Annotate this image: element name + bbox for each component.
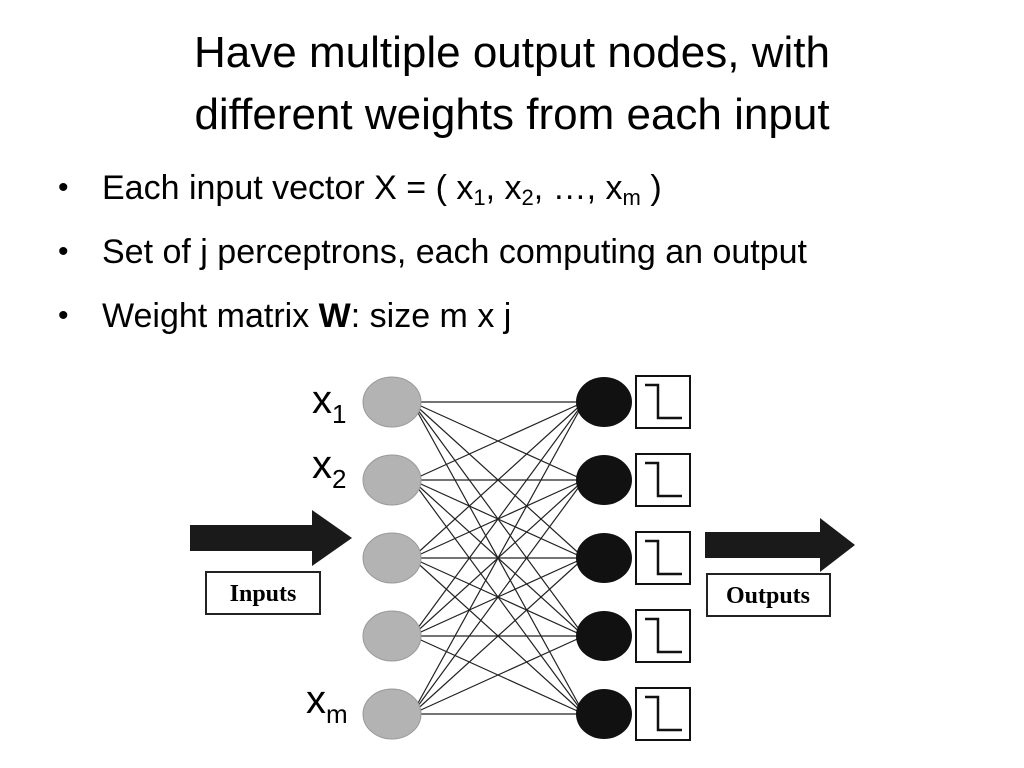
step-function-icon xyxy=(645,539,682,576)
connection-line xyxy=(411,635,585,715)
subscript: m xyxy=(622,185,641,210)
perceptron-network-figure: Inputs Outputs x1 x2 xm xyxy=(140,350,910,760)
input-label-x2: x2 xyxy=(312,443,346,492)
input-node xyxy=(362,376,422,428)
output-node xyxy=(576,611,632,661)
bullet-dot-icon: • xyxy=(58,171,69,204)
input-label-subscript: m xyxy=(326,699,348,729)
step-functions xyxy=(635,375,691,741)
output-arrow-icon xyxy=(705,518,855,572)
bullet-dot-icon: • xyxy=(58,235,69,268)
bullet-text: , x xyxy=(485,169,522,207)
title-line-1: Have multiple output nodes, with xyxy=(194,28,830,77)
step-function-icon xyxy=(645,383,682,420)
input-label-subscript: 2 xyxy=(332,464,347,494)
connection-line xyxy=(411,401,585,637)
step-function-box xyxy=(635,687,691,741)
subscript: 2 xyxy=(521,185,534,210)
input-node xyxy=(362,610,422,662)
inputs-box-label: Inputs xyxy=(230,581,297,607)
bullet-item-perceptrons: • Set of j perceptrons, each computing a… xyxy=(58,224,807,288)
bullet-item-weight-matrix: • Weight matrix W: size m x j xyxy=(58,288,807,352)
step-function-box xyxy=(635,531,691,585)
connection-line xyxy=(411,401,585,559)
connection-line xyxy=(411,401,585,481)
bullet-text: : size m x j xyxy=(350,297,512,335)
connection-line xyxy=(411,479,585,715)
input-label-base: x xyxy=(306,678,326,722)
bullet-dot-icon: • xyxy=(58,299,69,332)
connection-line xyxy=(411,557,585,715)
input-label-x1: x1 xyxy=(312,378,346,427)
input-node xyxy=(362,688,422,740)
outputs-box xyxy=(706,573,831,617)
output-nodes xyxy=(576,377,632,739)
input-arrow-icon xyxy=(190,510,352,566)
bullet-text: , …, x xyxy=(533,169,623,207)
output-node xyxy=(576,455,632,505)
outputs-box-label: Outputs xyxy=(726,583,810,609)
step-function-icon xyxy=(645,461,682,498)
input-label-base: x xyxy=(312,443,332,487)
slide-title: Have multiple output nodes, with differe… xyxy=(0,22,1024,146)
output-node xyxy=(576,689,632,739)
step-function-icon xyxy=(645,695,682,732)
subscript: 1 xyxy=(473,185,486,210)
step-function-icon xyxy=(645,617,682,654)
input-label-subscript: 1 xyxy=(332,399,347,429)
title-line-2: different weights from each input xyxy=(194,90,830,139)
input-label-base: x xyxy=(312,378,332,422)
input-nodes xyxy=(362,376,422,740)
bullet-list: • Each input vector X = ( x1, x2, …, xm … xyxy=(58,160,807,352)
network-diagram-svg: Inputs Outputs xyxy=(190,375,855,741)
input-label-xm: xm xyxy=(306,678,348,727)
bullet-item-input-vector: • Each input vector X = ( x1, x2, …, xm … xyxy=(58,160,807,224)
step-function-box xyxy=(635,609,691,663)
bullet-text: ) xyxy=(640,169,662,207)
bold-symbol: W xyxy=(318,297,351,335)
connection-line xyxy=(411,401,585,715)
input-node xyxy=(362,532,422,584)
bullet-text: Each input vector X = ( x xyxy=(102,169,474,207)
step-function-box xyxy=(635,453,691,507)
output-node xyxy=(576,533,632,583)
output-node xyxy=(576,377,632,427)
input-node xyxy=(362,454,422,506)
bullet-text: Set of j perceptrons, each computing an … xyxy=(102,233,808,271)
connections xyxy=(411,401,585,715)
bullet-text: Weight matrix xyxy=(102,297,319,335)
step-function-box xyxy=(635,375,691,429)
inputs-box xyxy=(205,571,321,615)
